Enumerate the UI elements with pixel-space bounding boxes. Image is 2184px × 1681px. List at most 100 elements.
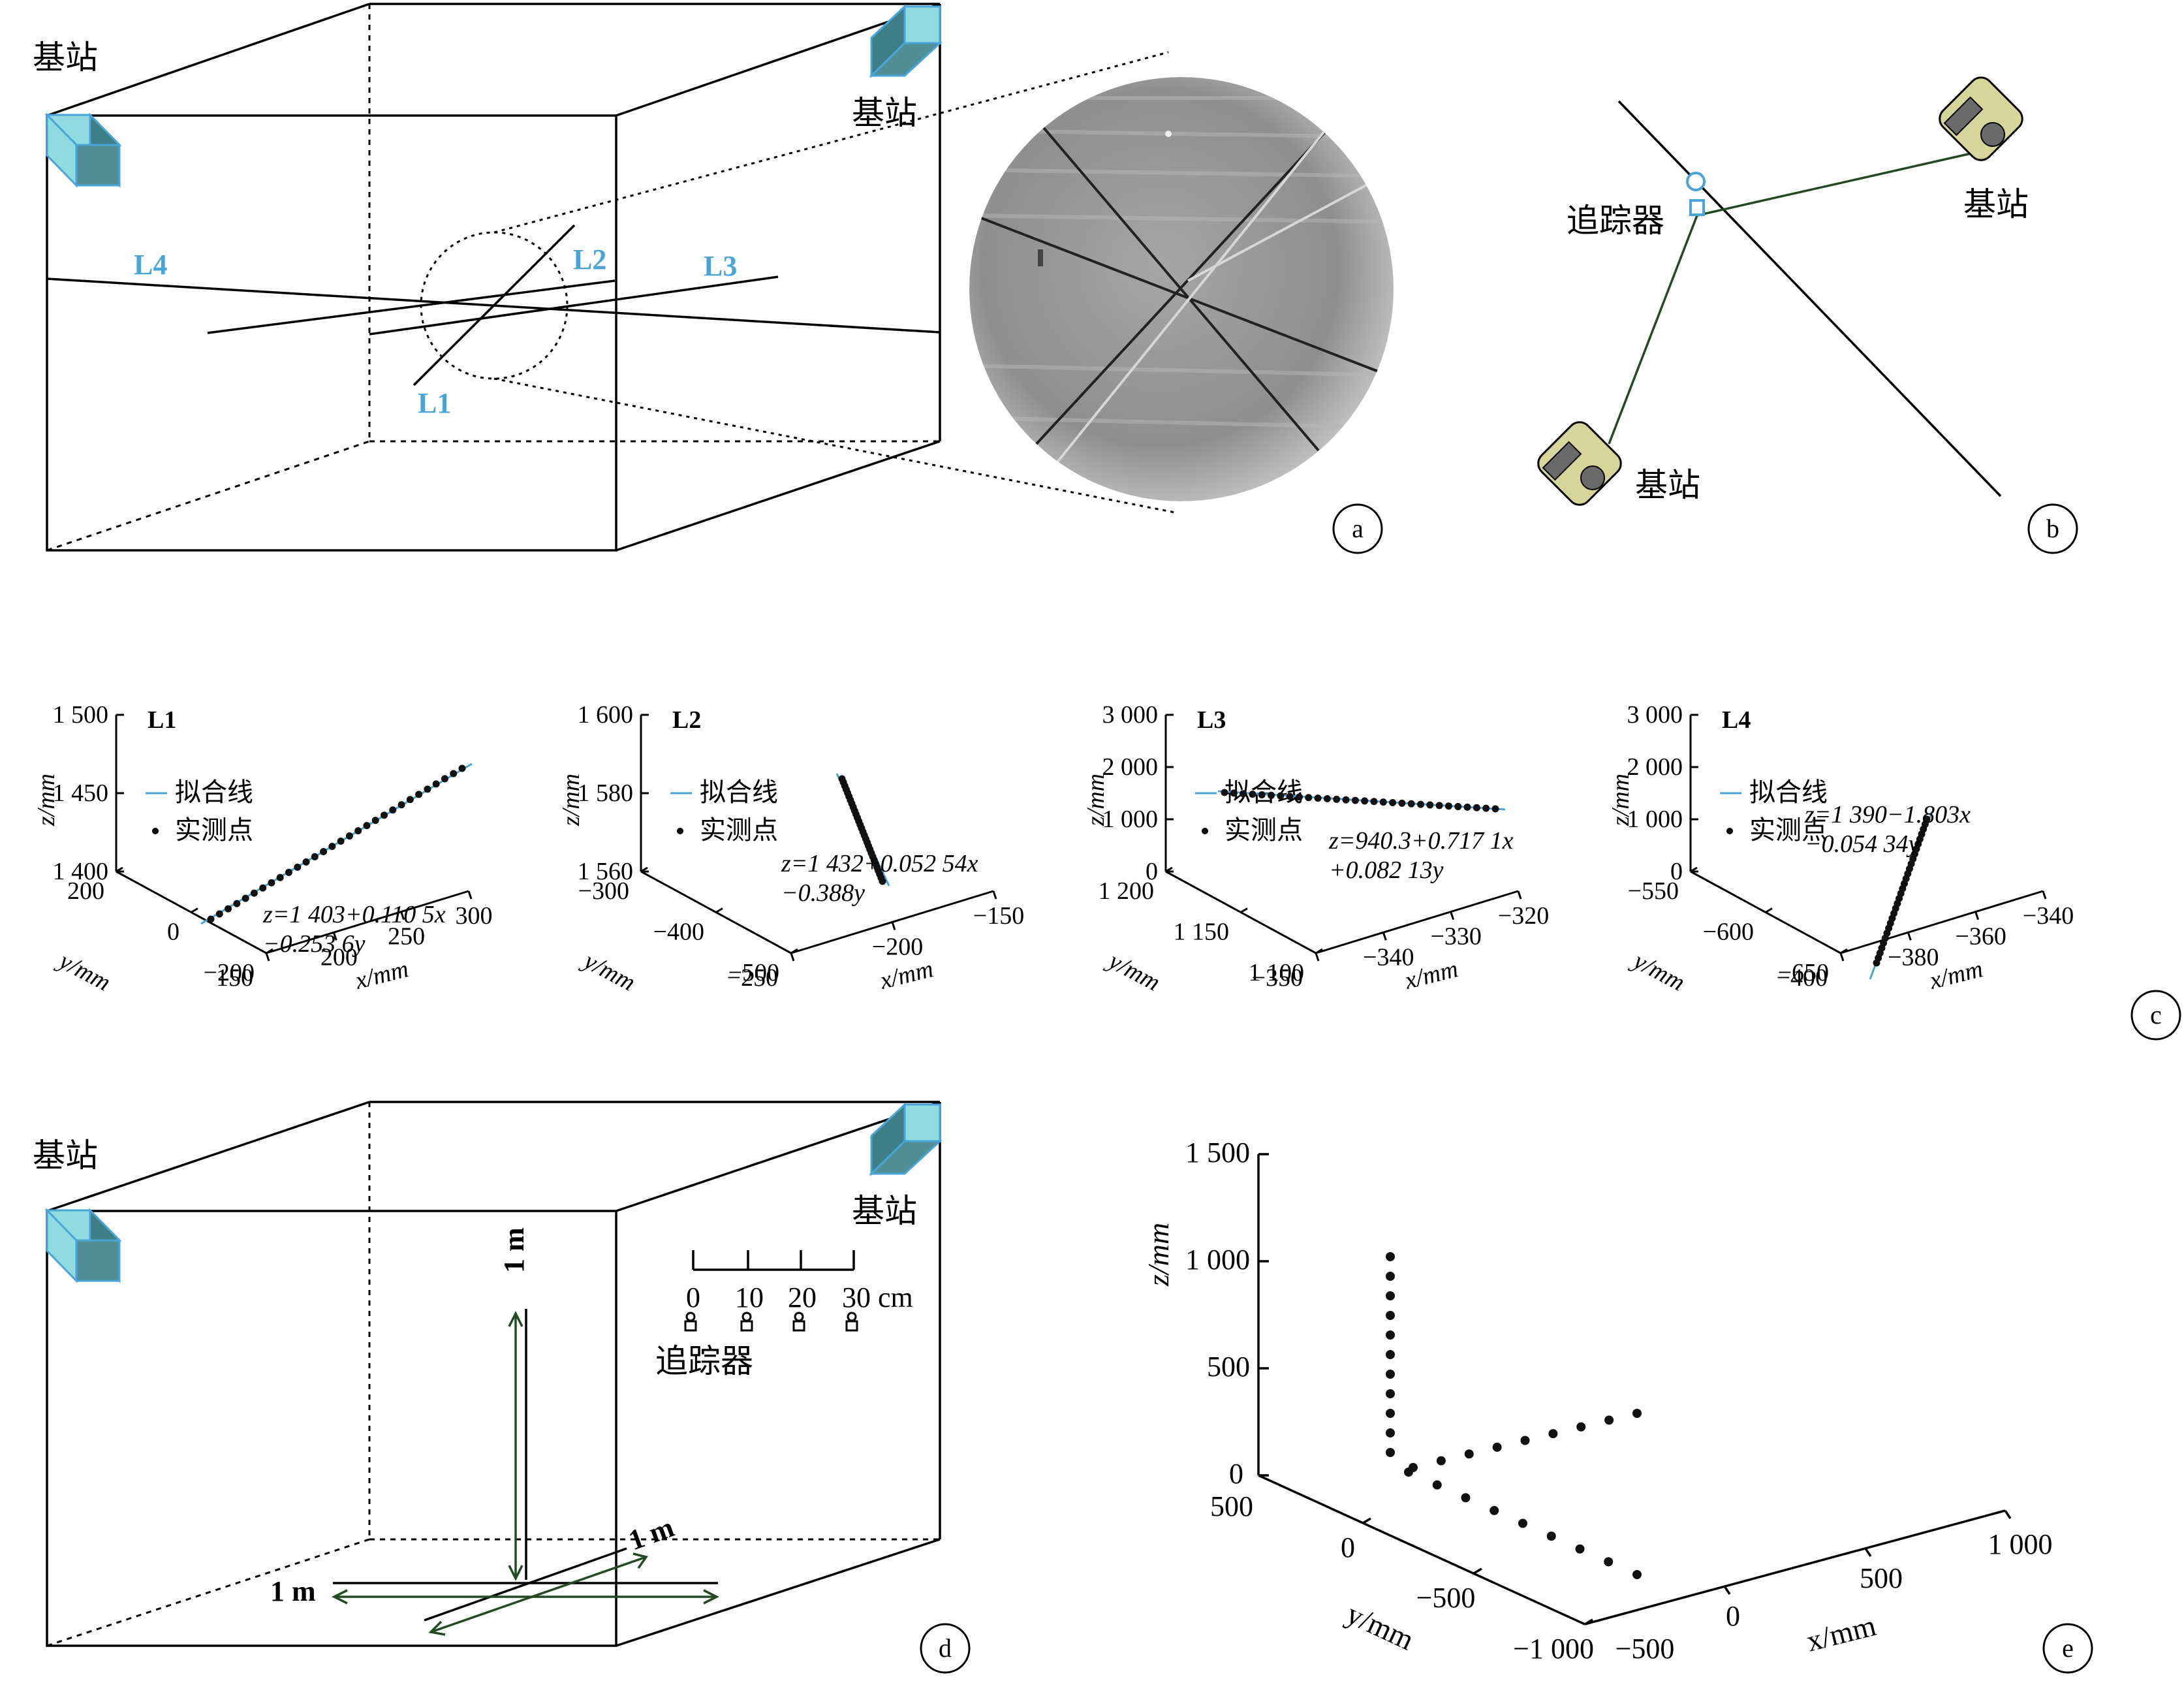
box-edge xyxy=(616,3,941,117)
measured-point xyxy=(1277,792,1285,800)
measured-point xyxy=(1492,1442,1502,1452)
x-axis xyxy=(1584,1509,2006,1626)
diagonal-test-line xyxy=(424,1547,627,1622)
measured-point xyxy=(363,822,371,830)
line-l2 xyxy=(207,279,616,334)
dim-vertical-label: 1 m xyxy=(498,1227,530,1273)
y-tick-label: 1 200 xyxy=(1099,877,1155,905)
scale-tick: 20 xyxy=(788,1281,817,1313)
measured-point xyxy=(1370,798,1378,806)
measured-point xyxy=(389,806,397,814)
z-tick-label: 1 000 xyxy=(1627,806,1683,833)
x-tick-label: 250 xyxy=(388,923,425,950)
measured-point xyxy=(1576,1422,1586,1432)
measured-point xyxy=(1575,1544,1585,1554)
tracker-icon xyxy=(1686,172,1706,216)
measured-point xyxy=(233,900,241,907)
z-tick-label: 2 000 xyxy=(1627,753,1683,781)
y-axis-label: y/mm xyxy=(577,946,640,997)
legend-dot-swatch xyxy=(1726,828,1733,834)
plot-title: L3 xyxy=(1197,706,1226,734)
panel-d: 基站 基站 1 m 1 m 1 m 0 10 xyxy=(33,1101,971,1674)
x-tick-label: 200 xyxy=(320,943,358,971)
x-tick-label: −380 xyxy=(1888,943,1939,971)
tracker-label: 追踪器 xyxy=(655,1342,753,1380)
panel-tag xyxy=(1332,503,1383,554)
base-station-label: 基站 xyxy=(33,39,98,76)
x-tick-label: −340 xyxy=(2023,902,2074,930)
zoom-guide xyxy=(493,377,1176,514)
y-tick-label: 200 xyxy=(67,877,104,905)
plot-title: L2 xyxy=(672,706,701,734)
x-tick-label: 300 xyxy=(456,902,493,930)
measured-point xyxy=(1389,799,1397,807)
box-hidden-edge xyxy=(46,440,370,552)
measured-point xyxy=(1386,1272,1395,1281)
box-edge xyxy=(616,1538,941,1647)
y-tick-label: −500 xyxy=(728,959,779,986)
measured-point xyxy=(381,811,388,819)
measured-point xyxy=(1230,789,1238,797)
measured-point xyxy=(1342,796,1350,804)
measured-point xyxy=(1604,1415,1614,1425)
measured-point xyxy=(345,832,353,840)
y-tick-label: −300 xyxy=(578,877,629,905)
y-tick-label: 0 xyxy=(167,919,179,946)
panel-tag-label: e xyxy=(2062,1633,2074,1663)
measured-point xyxy=(320,847,328,855)
y-axis-label: y/mm xyxy=(1102,946,1164,997)
legend-dot-swatch xyxy=(677,828,683,834)
y-tick-label: −500 xyxy=(1416,1582,1476,1614)
measured-point xyxy=(1491,805,1499,813)
zoomed-photo xyxy=(969,77,1394,501)
y-tick-label: 1 100 xyxy=(1249,959,1305,986)
scale-tick: 0 xyxy=(686,1281,700,1313)
measured-point xyxy=(337,838,345,845)
equation-line-1: z=1 403+0.110 5x xyxy=(262,901,446,928)
measured-point xyxy=(1323,794,1331,802)
z-axis-label: z/mm xyxy=(557,774,585,826)
base-station-icon xyxy=(1537,421,1622,506)
measured-point xyxy=(1435,802,1443,809)
measured-point xyxy=(1386,1330,1395,1340)
panel-tag-label: c xyxy=(2150,1000,2162,1029)
z-axis-label: z/mm xyxy=(1607,774,1634,826)
measured-point xyxy=(450,770,458,778)
measured-point xyxy=(285,868,292,876)
y-tick-label: 1 150 xyxy=(1174,919,1230,946)
measured-point xyxy=(1258,791,1266,798)
y-axis-label: y/mm xyxy=(1627,946,1689,997)
measured-point xyxy=(1444,802,1452,810)
base-station-cube-icon xyxy=(44,1208,122,1283)
measured-point xyxy=(1386,1350,1395,1359)
base-station-label: 基站 xyxy=(1635,466,1700,504)
measured-point xyxy=(458,764,466,772)
measured-point xyxy=(1351,796,1359,804)
x-tick-label: −150 xyxy=(973,902,1024,930)
zoom-guide xyxy=(493,51,1169,234)
measured-point xyxy=(1286,793,1294,800)
measured-point xyxy=(1386,1448,1395,1457)
legend-fit-line: 拟合线 xyxy=(700,778,778,808)
measured-point xyxy=(215,910,223,918)
measured-point xyxy=(424,785,431,793)
scale-bar xyxy=(692,1250,855,1271)
x-tick-label: −250 xyxy=(727,964,778,992)
equation-line-2: −0.253 6y xyxy=(263,930,366,958)
z-tick-label: 1 400 xyxy=(53,858,109,885)
tracker-icons xyxy=(684,1312,858,1332)
measured-point xyxy=(1386,1389,1395,1398)
equation-line-1: z=1 432+0.052 54x xyxy=(781,850,978,877)
x-tick-label: −200 xyxy=(872,934,923,961)
y-axis-label: y/mm xyxy=(1341,1597,1419,1657)
z-tick-label: 1 000 xyxy=(1102,806,1159,833)
zoom-circle xyxy=(420,231,569,380)
y-tick-label: −1 000 xyxy=(1513,1633,1594,1665)
measured-point xyxy=(1386,1409,1395,1418)
y-tick-label: −400 xyxy=(653,919,704,946)
measured-point xyxy=(311,853,319,860)
legend-measured: 实测点 xyxy=(1749,815,1828,845)
z-tick-label: 2 000 xyxy=(1102,753,1159,781)
